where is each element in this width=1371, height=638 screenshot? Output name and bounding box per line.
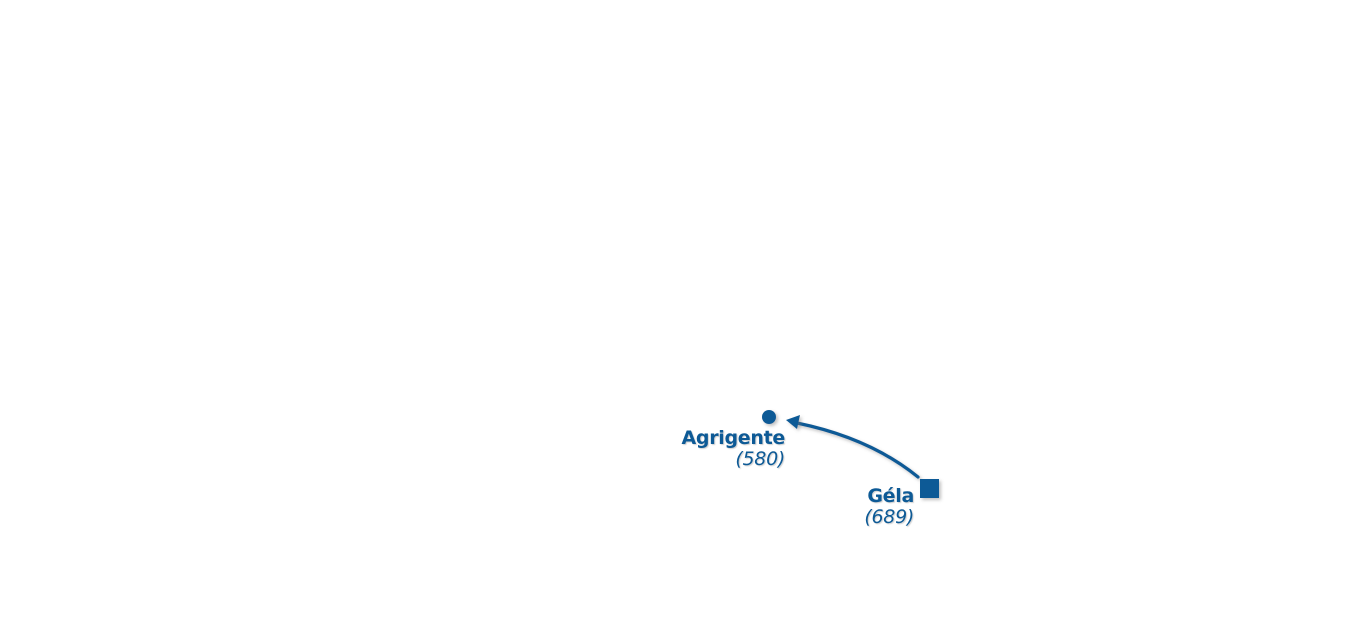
agrigente-label: Agrigente (580) <box>681 427 786 470</box>
gela-name: Géla <box>867 485 914 507</box>
gela-label: Géla (689) <box>864 486 914 528</box>
agrigente-date: (580) <box>735 448 785 470</box>
route-arrow-line <box>795 421 920 479</box>
route-arrow-head <box>786 415 800 429</box>
gela-date: (689) <box>864 506 914 528</box>
agrigente-marker[interactable] <box>762 410 776 424</box>
agrigente-name: Agrigente <box>681 427 786 449</box>
gela-marker[interactable] <box>920 479 939 498</box>
